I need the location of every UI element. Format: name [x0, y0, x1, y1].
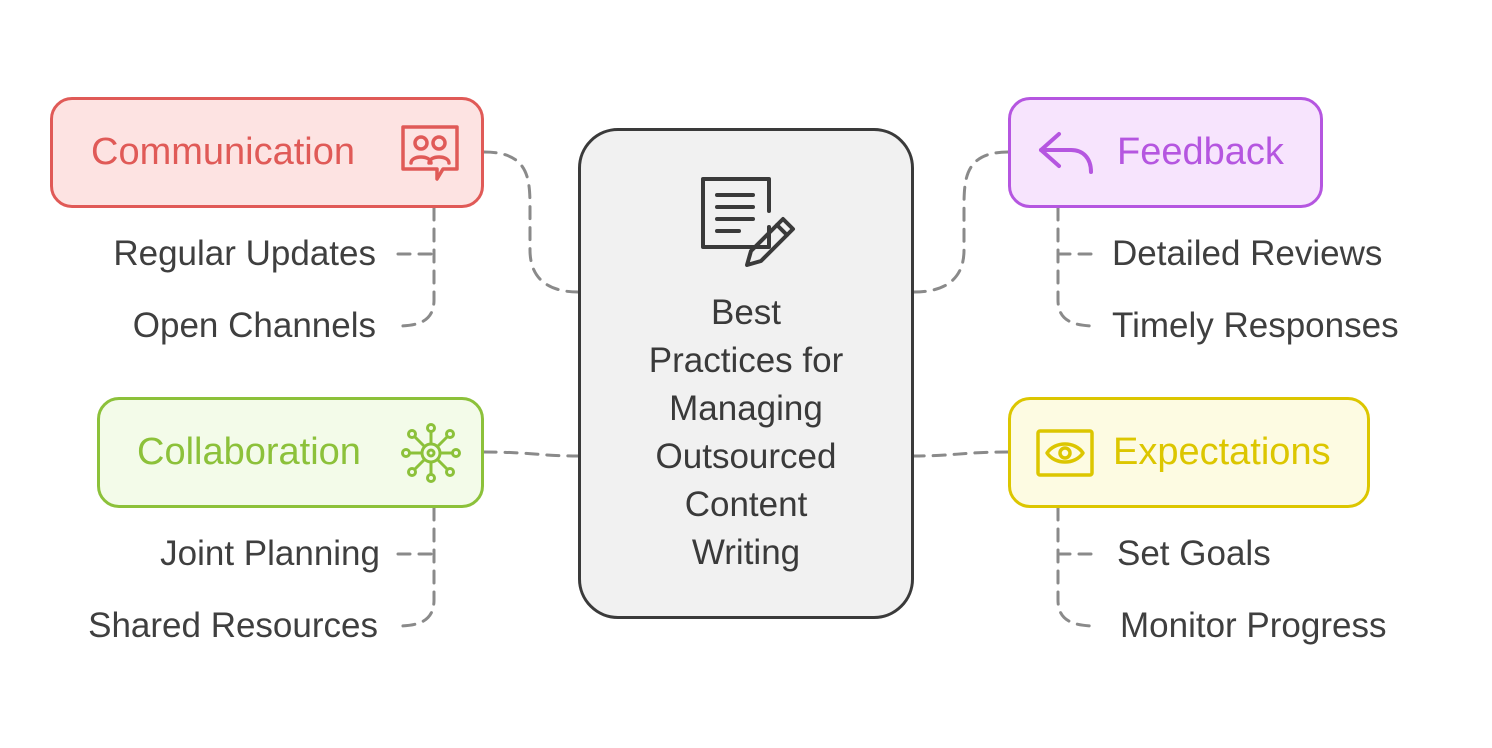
- connector-feedback-items: [1056, 206, 1098, 328]
- center-node: Best Practices for Managing Outsourced C…: [578, 128, 914, 619]
- feedback-item-timely-responses: Timely Responses: [1112, 306, 1399, 345]
- node-collaboration: Collaboration: [97, 397, 484, 508]
- collaboration-item-shared-resources: Shared Resources: [88, 606, 378, 645]
- node-feedback-label: Feedback: [1117, 131, 1284, 173]
- eye-focus-icon: [1035, 428, 1095, 478]
- node-expectations: Expectations: [1008, 397, 1370, 508]
- expectations-item-set-goals: Set Goals: [1117, 534, 1271, 573]
- users-chat-icon: [399, 123, 461, 183]
- node-communication-label: Communication: [91, 131, 355, 173]
- node-collaboration-label: Collaboration: [137, 431, 361, 473]
- connector-communication-center: [482, 150, 580, 294]
- expectations-item-monitor-progress: Monitor Progress: [1120, 606, 1387, 645]
- connector-collaboration-items: [396, 506, 436, 628]
- connector-expectations-items: [1056, 506, 1098, 628]
- connector-collaboration-center: [482, 450, 580, 458]
- connector-communication-items: [396, 206, 436, 328]
- communication-item-open-channels: Open Channels: [132, 306, 376, 345]
- node-communication: Communication: [50, 97, 484, 208]
- connector-feedback-center: [912, 150, 1010, 294]
- center-title: Best Practices for Managing Outsourced C…: [648, 293, 844, 572]
- node-expectations-label: Expectations: [1113, 431, 1331, 473]
- communication-item-regular-updates: Regular Updates: [113, 234, 376, 273]
- reply-arrow-icon: [1037, 130, 1095, 176]
- node-feedback: Feedback: [1008, 97, 1323, 208]
- document-pencil-icon: [699, 175, 799, 276]
- network-hub-icon: [400, 422, 462, 484]
- collaboration-item-joint-planning: Joint Planning: [160, 534, 380, 573]
- feedback-item-detailed-reviews: Detailed Reviews: [1112, 234, 1383, 273]
- connector-expectations-center: [912, 450, 1010, 458]
